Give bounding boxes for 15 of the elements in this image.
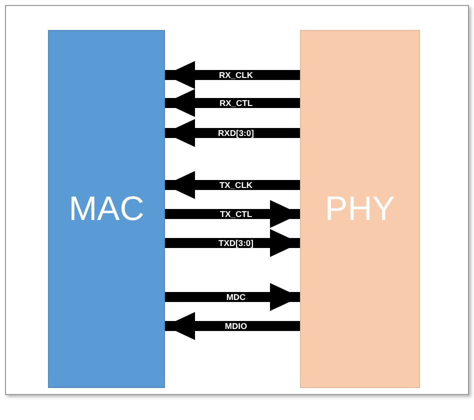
edge-label: RXD[3:0] — [216, 128, 256, 138]
edge-label: RX_CTL — [217, 98, 255, 108]
arrow — [165, 283, 300, 311]
edge-label: RX_CLK — [217, 70, 255, 80]
block-label: PHY — [325, 190, 395, 228]
edge-label: TX_CLK — [217, 180, 255, 190]
block — [48, 30, 165, 388]
block-label: MAC — [68, 190, 144, 228]
block — [300, 30, 420, 388]
edge-label: MDC — [224, 292, 248, 302]
edge-label: MDIO — [222, 321, 250, 331]
edge-label: TXD[3:0] — [216, 238, 256, 248]
arrow — [165, 312, 300, 340]
edge-label: TX_CTL — [218, 209, 254, 219]
arrow — [165, 200, 300, 228]
